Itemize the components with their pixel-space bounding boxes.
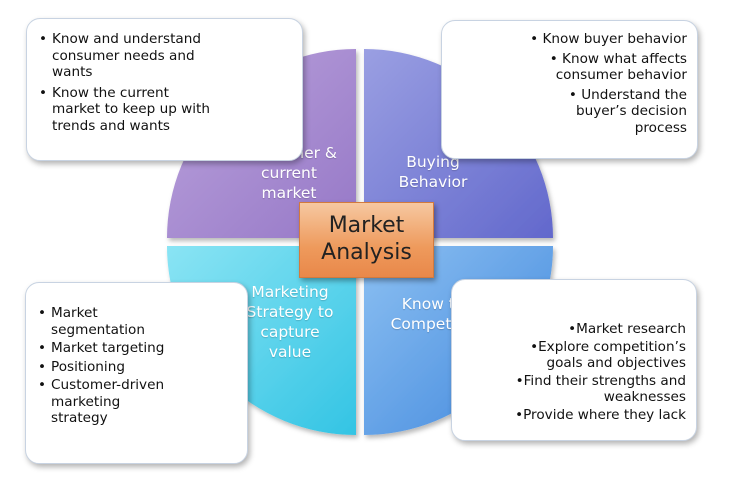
note-line: consumer needs and — [52, 47, 195, 64]
note-line: buyer’s decision — [575, 103, 687, 119]
note-line: strategy — [51, 410, 108, 426]
note-line: consumer behavior — [555, 67, 687, 83]
note-consumer-market: Know and understand consumer needs and w… — [26, 18, 303, 161]
label-line: Behavior — [398, 173, 468, 191]
note-line: Positioning — [51, 358, 125, 375]
note-bullet: Market targeting — [36, 340, 239, 357]
note-bullet: •Provide where they lack — [460, 407, 686, 424]
label-line: current — [261, 164, 317, 182]
note-line: wants — [52, 64, 93, 80]
quadrant-label-marketing-strategy: Marketing Strategy to capture value — [228, 282, 352, 362]
note-line: Market targeting — [51, 340, 165, 356]
center-title-line: Analysis — [321, 240, 412, 265]
center-title-box: Market Analysis — [299, 202, 434, 278]
note-bullet: • Understand the buyer’s decision proces… — [450, 87, 687, 137]
note-buying-behavior: • Know buyer behavior • Know what affect… — [441, 20, 698, 159]
label-line: Buying — [406, 153, 460, 171]
note-line: •Find their strengths and — [515, 372, 686, 389]
label-line: capture — [260, 323, 320, 341]
note-competition: •Market research •Explore competition’s … — [451, 279, 697, 441]
note-bullet: •Explore competition’s goals and objecti… — [460, 339, 686, 372]
label-line: Marketing — [251, 283, 329, 301]
note-line: Know and understand — [52, 31, 201, 47]
note-line: Customer-driven — [51, 377, 165, 393]
note-bullet: •Find their strengths and weaknesses — [460, 373, 686, 406]
note-line: trends and wants — [52, 117, 171, 134]
note-line: •Market research — [568, 321, 686, 337]
note-bullet: • Know buyer behavior — [450, 31, 687, 48]
note-bullet: Positioning — [36, 359, 239, 376]
note-line: Know the current — [52, 84, 169, 101]
quadrant-label-buying-behavior: Buying Behavior — [378, 152, 488, 192]
note-marketing-strategy: Market segmentation Market targeting Pos… — [25, 282, 248, 464]
label-line: Strategy to — [246, 303, 334, 321]
note-line: marketing — [51, 393, 121, 410]
note-bullet: Know and understand consumer needs and w… — [37, 31, 294, 81]
note-line: segmentation — [51, 321, 145, 338]
note-line: • Understand the — [568, 86, 687, 103]
note-bullet: Market segmentation — [36, 305, 239, 338]
note-line: goals and objectives — [546, 355, 686, 371]
note-bullet: •Market research — [460, 321, 686, 338]
note-bullet: Customer-driven marketing strategy — [36, 377, 239, 427]
label-line: market — [261, 184, 317, 202]
label-line: value — [268, 343, 312, 361]
note-line: • Know what affects — [549, 50, 687, 67]
center-title-line: Market — [328, 213, 405, 238]
note-bullet: Know the current market to keep up with … — [37, 85, 294, 135]
note-line: weaknesses — [603, 389, 686, 405]
note-line: market to keep up with — [52, 101, 211, 117]
note-line: Market — [51, 305, 98, 321]
note-line: • Know buyer behavior — [530, 31, 687, 47]
note-line: process — [634, 119, 687, 136]
note-line: •Explore competition’s — [530, 338, 686, 355]
note-bullet: • Know what affects consumer behavior — [450, 51, 687, 84]
note-line: •Provide where they lack — [515, 406, 686, 423]
